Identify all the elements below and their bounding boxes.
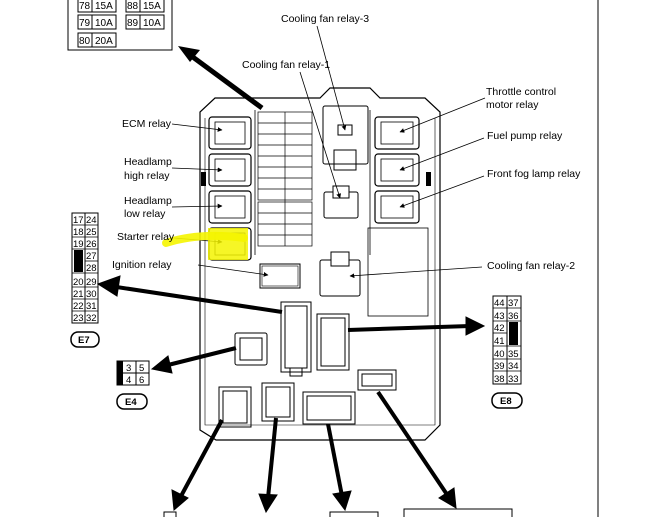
pin-label: 25 — [86, 227, 97, 238]
pin-label: 24 — [86, 215, 97, 226]
ignition-relay-slot — [259, 263, 301, 289]
e4-badge — [116, 393, 148, 410]
pin-label: 34 — [508, 361, 519, 372]
throttle-label-line1: Throttle control — [486, 86, 556, 98]
headlamp-high-label-line2: high relay — [124, 170, 170, 182]
fuse-number: 80 — [79, 36, 91, 47]
bottom-connector-d — [357, 369, 397, 391]
arrow-bottom-a — [171, 419, 224, 512]
fuse-rating: 15A — [143, 1, 161, 12]
pin-label: 20 — [73, 277, 84, 288]
e7-badge — [70, 331, 100, 348]
fuse-table-arrow — [178, 46, 264, 111]
pin-label: 4 — [126, 375, 131, 386]
pin-label: 22 — [73, 301, 84, 312]
relay-box — [199, 87, 441, 441]
e4-pin-table: 3 5 4 6 — [116, 360, 150, 386]
fuse-row: 79 10A 89 10A — [77, 14, 165, 30]
pin-label: 33 — [508, 374, 519, 385]
pin-label: 40 — [494, 349, 505, 360]
pin-label: 18 — [73, 227, 84, 238]
fuse-number: 79 — [79, 18, 91, 29]
pin-label: 19 — [73, 239, 84, 250]
e8-connector-housing — [316, 313, 350, 371]
fuse-rating: 20A — [95, 36, 113, 47]
cooling-fan-relay-1-label: Cooling fan relay-1 — [242, 59, 330, 71]
pin-label: 37 — [508, 298, 519, 309]
pin-label: 38 — [494, 374, 505, 385]
fuel-pump-relay-label: Fuel pump relay — [487, 130, 563, 142]
arrow-to-e8 — [347, 316, 486, 336]
pin-label: 3 — [126, 363, 131, 374]
front-fog-lamp-relay-label: Front fog lamp relay — [487, 168, 581, 180]
starter-relay-label: Starter relay — [117, 231, 175, 243]
bottom-connector-a — [218, 386, 252, 428]
pin-label: 5 — [139, 363, 144, 374]
fuse-number: 88 — [127, 1, 139, 12]
headlamp-low-label-line2: low relay — [124, 208, 166, 220]
pin-label: 32 — [86, 313, 97, 324]
fuse-rating: 10A — [143, 18, 161, 29]
cooling-fan-relay-3-label: Cooling fan relay-3 — [281, 13, 369, 25]
e4-connector-housing — [234, 332, 268, 366]
pin-label: 28 — [86, 263, 97, 274]
pin-label: 43 — [494, 311, 505, 322]
arrow-to-e7 — [96, 275, 283, 314]
throttle-relay-slot — [374, 116, 420, 150]
fuse-row: 80 20A — [77, 32, 117, 48]
fuse-rating: 15A — [95, 1, 113, 12]
pin-label: 30 — [86, 289, 97, 300]
pin-label: 26 — [86, 239, 97, 250]
e8-badge — [491, 392, 523, 409]
e8-pin-table: 44 37 43 36 42 41 40 35 39 34 38 33 — [492, 295, 522, 385]
pin-label: 17 — [73, 215, 84, 226]
ecm-relay-slot — [208, 116, 252, 150]
pin-label: 21 — [73, 289, 84, 300]
arrow-bottom-b — [258, 417, 278, 514]
pin-label: 23 — [73, 313, 84, 324]
callout-arrows — [96, 275, 486, 514]
bottom-cropped-tables — [163, 508, 513, 517]
pin-label: 6 — [139, 375, 144, 386]
arrow-to-e4 — [150, 346, 237, 374]
pin-label: 39 — [494, 361, 505, 372]
fuse-row: 78 15A 88 15A — [77, 0, 165, 13]
pin-label: 44 — [494, 298, 505, 309]
e7-pin-table: 17 24 18 25 19 26 27 28 20 29 21 30 22 3… — [71, 212, 99, 324]
headlamp-high-label-line1: Headlamp — [124, 156, 172, 168]
ignition-relay-label: Ignition relay — [112, 259, 172, 271]
e7-badge-label: E7 — [78, 335, 90, 346]
e8-badge-label: E8 — [500, 396, 512, 407]
pin-label: 35 — [508, 349, 519, 360]
headlamp-high-relay-slot — [208, 153, 252, 187]
pin-label: 27 — [86, 251, 97, 262]
pin-label: 29 — [86, 277, 97, 288]
pin-label: 36 — [508, 311, 519, 322]
ecm-relay-label: ECM relay — [122, 118, 172, 130]
throttle-label-line2: motor relay — [486, 99, 539, 111]
headlamp-low-relay-slot — [208, 190, 252, 224]
e4-badge-label: E4 — [125, 397, 137, 408]
arrow-bottom-d — [376, 390, 457, 509]
e7-connector-housing — [280, 301, 312, 377]
pin-label: 42 — [494, 323, 505, 334]
front-fog-relay-slot — [374, 190, 420, 224]
cooling-fan-relay-2-label: Cooling fan relay-2 — [487, 260, 575, 272]
bottom-connector-b — [261, 382, 295, 422]
fuse-table: 78 15A 88 15A 79 10A 89 10A 80 20A — [67, 0, 173, 51]
arrow-bottom-c — [326, 423, 352, 512]
fuse-rating: 10A — [95, 18, 113, 29]
cooling-fan-relay-3-slot — [322, 105, 369, 165]
fuel-pump-relay-slot — [374, 153, 420, 187]
headlamp-low-label-line1: Headlamp — [124, 195, 172, 207]
fuse-grid — [257, 111, 313, 247]
bottom-connector-c — [302, 391, 356, 425]
pin-label: 31 — [86, 301, 97, 312]
pin-label: 41 — [494, 336, 505, 347]
fuse-number: 78 — [79, 1, 91, 12]
fuse-number: 89 — [127, 18, 139, 29]
